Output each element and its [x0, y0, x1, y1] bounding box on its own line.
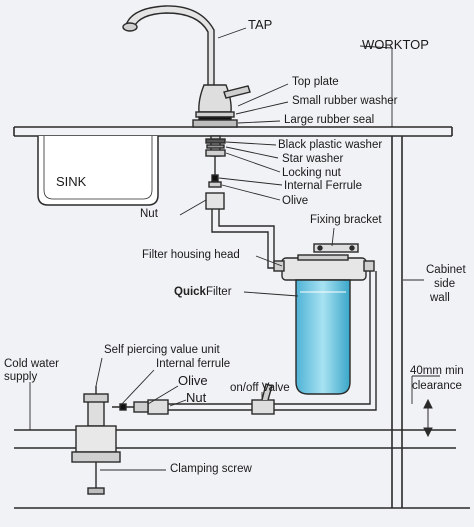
label-small-rubber-washer: Small rubber washer [292, 95, 398, 107]
label-large-rubber-seal: Large rubber seal [284, 114, 375, 126]
label-tap: TAP [248, 17, 273, 32]
label-olive-top: Olive [282, 195, 309, 207]
valve-icon [112, 383, 275, 415]
label-worktop: WORKTOP [362, 37, 429, 52]
label-black-plastic-washer: Black plastic washer [278, 139, 383, 151]
filter-housing-head [273, 243, 375, 281]
worktop [13, 126, 453, 137]
label-internal-ferrule-bottom: Internal ferrule [156, 358, 231, 370]
label-clamping-screw: Clamping screw [170, 463, 252, 475]
clearance-arrow [423, 398, 433, 438]
label-sink: SINK [56, 174, 87, 189]
label-nut-top: Nut [140, 208, 158, 220]
label-onoff-valve: on/off Valve [230, 382, 290, 394]
label-fixing-bracket: Fixing bracket [310, 214, 382, 226]
filter-outlet-pipe [270, 271, 377, 411]
tap-icon [122, 5, 251, 210]
label-olive-bottom: Olive [178, 373, 208, 388]
filter-cartridge-icon [295, 279, 351, 395]
sink-icon [37, 136, 159, 206]
label-locking-nut: Locking nut [282, 167, 341, 179]
label-top-plate: Top plate [292, 76, 339, 88]
label-quick: Quick [174, 286, 206, 298]
label-filter: Filter [205, 286, 232, 298]
cabinet-wall [14, 136, 470, 509]
clamp-icon [71, 386, 121, 495]
label-star-washer: Star washer [282, 153, 344, 165]
label-cabinet-line1: Cabinet [426, 264, 466, 276]
leader-lines [29, 27, 440, 471]
label-self-piercing-valve: Self piercing value unit [104, 344, 220, 356]
label-cabinet-line3: wall [430, 292, 450, 304]
label-internal-ferrule-top: Internal Ferrule [284, 180, 362, 192]
label-filter-housing-head: Filter housing head [142, 249, 240, 261]
label-clearance-line1: 40mm min [410, 365, 464, 377]
label-quick-filter: QuickFilter [174, 286, 232, 299]
label-clearance-line2: clearance [412, 380, 462, 392]
label-cold-water-line1: Cold water [4, 358, 59, 370]
label-cold-water-line2: supply [4, 371, 38, 383]
label-nut-bottom: Nut [186, 390, 207, 405]
label-cabinet-line2: side [434, 278, 456, 290]
